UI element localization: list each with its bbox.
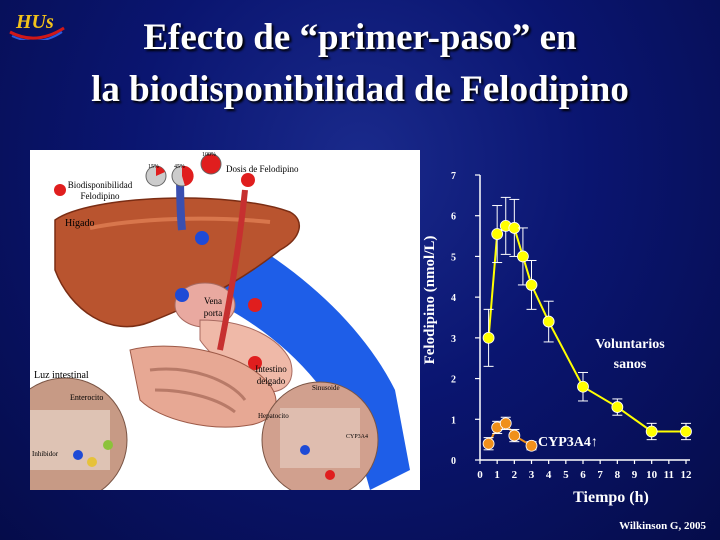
drug-dot-enterocyte [73,450,83,460]
series-point-1 [525,279,538,291]
pie-100 [200,153,222,175]
y-tick-label: 4 [451,293,456,304]
enterocyte-label: Enterocito [70,393,104,402]
x-tick-label: 6 [580,469,586,481]
x-axis-label: Tiempo (h) [573,489,649,506]
cyp-label: CYP3A4 [346,434,369,440]
liver-label: Hígado [65,218,95,229]
y-tick-label: 6 [451,212,456,223]
hepatocyte-layer [280,408,360,468]
intestine-label-1: Intestino [255,364,287,374]
x-tick-label: 8 [615,469,621,481]
series-point-1 [577,380,589,393]
y-tick-label: 0 [451,456,456,467]
series-point-1 [645,425,658,438]
pct-15-label: 15% [148,164,159,170]
sinusoid-label: Sinusoide [312,384,340,392]
annotation-healthy-line-2: sanos [614,357,647,372]
x-tick-label: 3 [529,469,535,481]
hepatocyte-red-dot [325,470,335,480]
dose-label: Dosis de Felodipino [226,164,299,174]
first-pass-illustration: Dosis de Felodipino Biodisponibilidad Fe… [30,150,420,490]
x-tick-label: 10 [646,469,658,481]
bioavailability-label-1: Biodisponibilidad [67,180,133,190]
svg-text:HUs: HUs [15,11,54,33]
slide-title-line-2: la biodisponibilidad de Felodipino [91,69,629,110]
series-point-1 [517,250,529,263]
hepatocyte-label: Hepatocito [258,412,289,420]
y-axis-label-line-1: Concentraciones séricas de [404,213,420,386]
pct-45-label: 45% [174,164,185,170]
bioavailability-red-dot [54,184,66,196]
y-tick-label: 1 [451,415,456,426]
credit-text: Wilkinson G, 2005 [619,520,706,532]
portal-vein-label-2: porta [203,308,223,318]
enterocyte-layer [30,410,110,470]
inhibitor-dot-2 [103,440,113,450]
drug-dot-portal [175,288,189,302]
illustration-drawing [30,150,420,490]
portal-artery [217,189,248,351]
dose-dot [241,173,255,187]
x-tick-label: 9 [632,469,638,481]
y-tick-label: 5 [451,252,456,263]
slide-title-line-1: Efecto de “primer-paso” en [143,17,577,58]
y-tick-label: 3 [451,334,456,345]
pct-100-label: 100% [202,152,216,158]
inhibitor-label: Inhibidor [32,450,59,458]
drug-dot-hepatocyte [300,445,310,455]
y-axis-label-line-2: Felodipino (nmol/L) [422,236,438,365]
intestine-red-dot [248,356,262,370]
series-point-1 [611,401,624,413]
inhibitor-dot [87,457,97,467]
bioavailability-label-2: Felodipino [80,191,120,201]
series-point-2 [482,437,495,450]
lumen-label: Luz intestinal [34,370,89,381]
y-axis-label: Concentraciones séricas de Felodipino (n… [404,213,438,386]
series-point-1 [491,228,504,240]
pie-45-slice [182,165,194,186]
series-point-1 [482,331,495,344]
x-tick-label: 0 [477,469,483,481]
annotation-healthy-line-1: Voluntarios [595,337,665,352]
intestine-fold-2 [154,388,236,414]
y-tick-label: 7 [451,171,456,182]
hus-logo: HUs [9,11,65,40]
series-point-2 [508,429,521,442]
x-tick-label: 7 [597,469,603,481]
portal-vein-label-1: Vena [204,296,222,306]
x-tick-label: 11 [664,469,674,481]
series-point-2 [525,439,538,452]
series-point-2 [499,417,512,430]
x-tick-label: 1 [494,469,500,481]
x-tick-label: 4 [546,469,552,481]
drug-dot-liver [195,231,209,245]
liver-highlight [89,216,271,230]
intestine-label-2: delgado [256,376,286,386]
portal-red-dot [248,298,262,312]
x-tick-label: 12 [681,469,693,481]
x-tick-label: 2 [512,469,518,481]
y-tick-label: 2 [451,375,456,386]
annotation-cyp3a4: CYP3A4↑ [538,435,598,450]
intestine-fold-1 [149,367,247,401]
pie-15-slice [156,166,165,176]
series-point-1 [680,425,692,438]
series-point-1 [542,315,555,328]
x-tick-label: 5 [563,469,569,481]
